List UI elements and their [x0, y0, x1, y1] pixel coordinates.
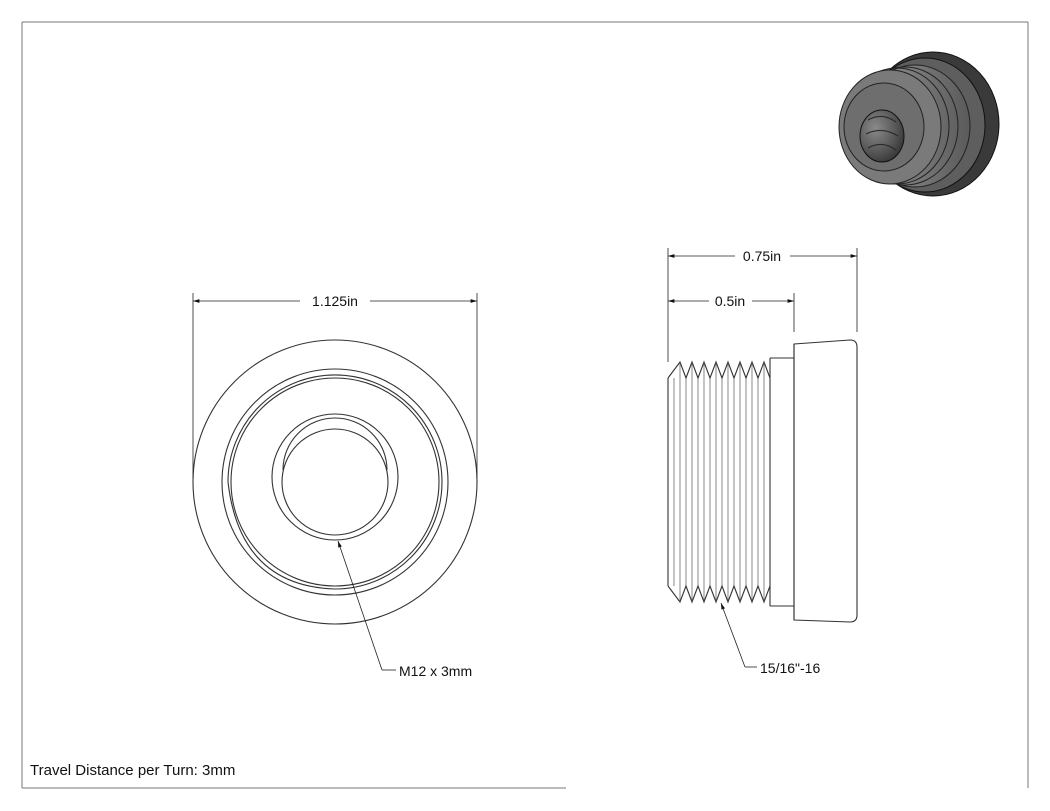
callout-inner-thread: M12 x 3mm [337, 540, 472, 679]
side-view [667, 339, 858, 623]
dim-front-diameter: 1.125in [192, 293, 478, 478]
thread-crest-lines [673, 362, 765, 602]
callout-outer-thread: 15/16"-16 [720, 602, 820, 676]
dim-front-diameter-label: 1.125in [312, 293, 358, 309]
sheet-border [21, 21, 1029, 789]
dim-thread-length: 0.5in [668, 293, 795, 332]
title-block-note: Travel Distance per Turn: 3mm [30, 762, 235, 779]
dim-overall-length: 0.75in [667, 248, 858, 362]
dim-overall-length-label: 0.75in [743, 248, 781, 264]
callout-inner-thread-label: M12 x 3mm [399, 663, 472, 679]
callout-outer-thread-label: 15/16"-16 [760, 660, 820, 676]
front-view [192, 339, 478, 625]
dim-thread-length-label: 0.5in [715, 293, 745, 309]
isometric-view [838, 51, 1000, 197]
